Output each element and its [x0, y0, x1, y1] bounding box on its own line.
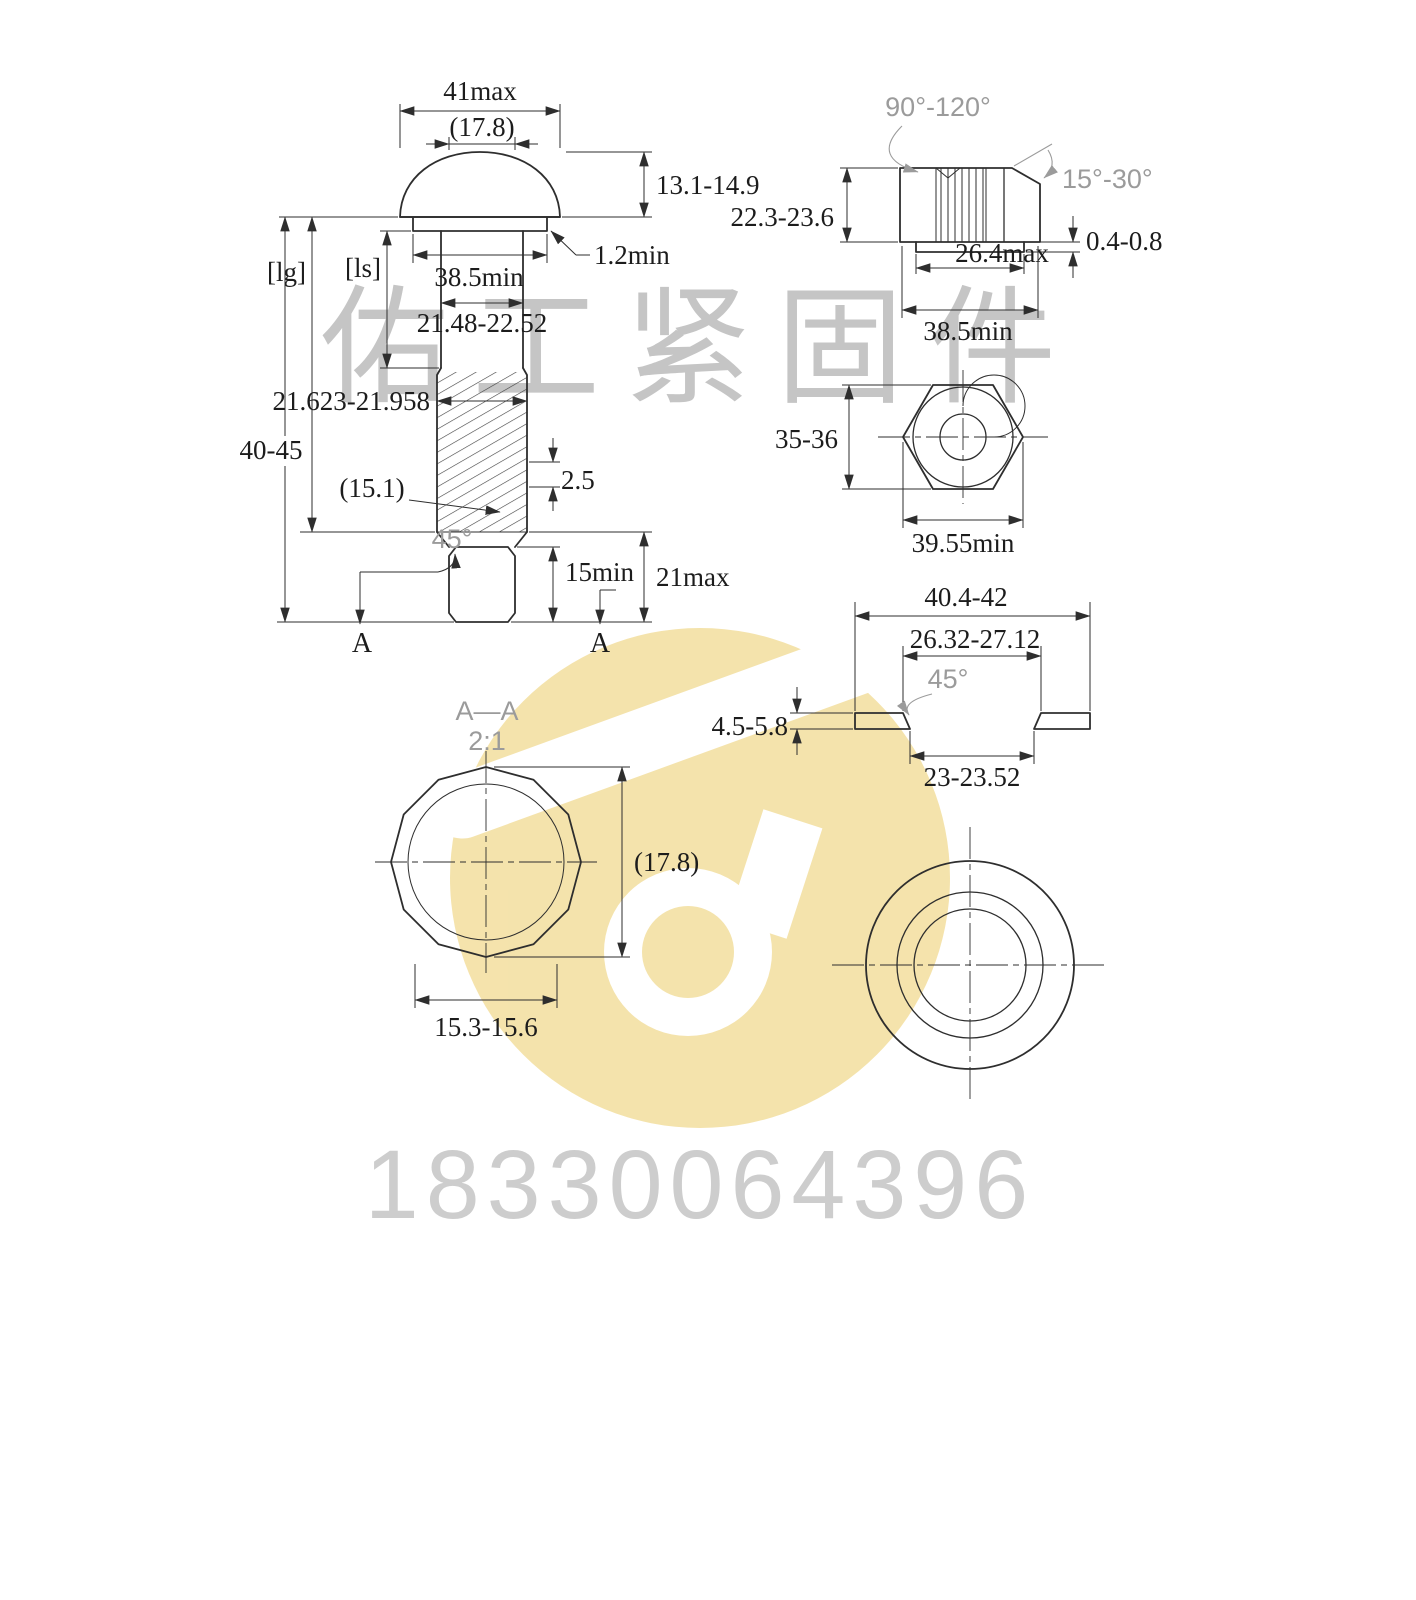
dim-countersink-angle-label: 90°-120° — [885, 92, 991, 122]
dim-shank-label: [ls] — [345, 253, 381, 283]
spline-centerlines — [375, 751, 597, 973]
phone-watermark-text: 18330064396 — [365, 1130, 1035, 1239]
bolt-spline-tip — [448, 546, 516, 623]
bolt-thread-edges — [436, 367, 528, 533]
ext-pitch — [529, 461, 560, 488]
ext-across-corners — [902, 442, 1024, 528]
bolt-head-dome — [399, 151, 561, 218]
dim-across-flats-label: 35-36 — [775, 424, 838, 454]
ext-across-flats — [842, 384, 931, 490]
ext-lengths — [277, 216, 454, 623]
dim-thread-len-label: 21max — [656, 562, 730, 592]
nut-thread-zone — [936, 168, 986, 242]
leader-washer-face — [550, 230, 577, 256]
dim-bearing-label: 38.5min — [434, 262, 524, 292]
dim-spline-len-label: 15min — [565, 557, 635, 587]
dim-across-corners-label: 39.55min — [912, 528, 1015, 558]
watermark-layer: 佑工紧固件 18330064396 — [320, 278, 1080, 1239]
dim-head-width-label: 41max — [443, 76, 517, 106]
nut-hatch — [899, 167, 937, 243]
washer-section-view: 40.4-42 26.32-27.12 45° 4.5-5.8 23-23.52 — [712, 582, 1091, 792]
dim-washer-outer-label: 40.4-42 — [924, 582, 1007, 612]
chamfer-ref-nut — [1013, 143, 1053, 167]
ext-spline-dia — [494, 766, 630, 958]
dim-spline-dia-label: (17.8) — [634, 847, 699, 877]
washer-section-left — [854, 712, 911, 730]
bolt-break-groove — [436, 531, 528, 548]
nut-countersink — [935, 167, 987, 242]
nut-outline — [899, 167, 1041, 243]
dim-washer-thickness-label: 4.5-5.8 — [712, 711, 789, 741]
dim-shank-dia-label: 21.48-22.52 — [417, 308, 548, 338]
brand-watermark-text: 佑工紧固件 — [320, 278, 1080, 420]
washer-section-right — [1033, 712, 1091, 730]
section-scale: 2:1 — [468, 726, 506, 756]
dim-boss-dia-label: 26.4max — [955, 238, 1049, 268]
nut-boss — [915, 241, 1025, 253]
leader-washer-chamfer — [896, 693, 933, 716]
leader-root-ref — [408, 499, 501, 515]
dim-washer-tophole-label: 26.32-27.12 — [910, 624, 1041, 654]
nut-centerlines — [878, 370, 1048, 504]
dim-nut-bearing-label: 38.5min — [923, 316, 1013, 346]
brand-logo — [430, 598, 980, 1128]
nut-section-view: 90°-120° 15°-30° 22.3-23.6 0.4-0.8 26.4m… — [731, 92, 1163, 346]
dim-head-height-label: 13.1-14.9 — [656, 170, 760, 200]
dim-washer-face-label: 1.2min — [594, 240, 670, 270]
brand-logo-slash — [430, 598, 980, 839]
bolt-side-view: 41max (17.8) 13.1-14.9 [lg] [ls] 40-45 3… — [236, 76, 760, 659]
dim-spline-flats-label: 15.3-15.6 — [434, 1012, 538, 1042]
dim-thread-dia-label: 21.623-21.958 — [273, 386, 431, 416]
dim-boss-height-label: 0.4-0.8 — [1086, 226, 1163, 256]
leader-nut-chamfer — [1043, 149, 1059, 179]
dim-head-ref-label: (17.8) — [449, 112, 514, 142]
ext-nut-height — [840, 167, 898, 243]
spline-root-circle — [407, 783, 565, 941]
chamfer-angle-arc — [437, 553, 461, 573]
brand-logo-core — [642, 906, 734, 998]
bolt-washer-face — [399, 216, 561, 232]
bolt-thread-hatch — [437, 372, 527, 532]
dim-root-ref-label: (15.1) — [339, 473, 404, 503]
section-title: A—A — [455, 696, 518, 726]
dim-washer-hole-label: 23-23.52 — [924, 762, 1021, 792]
nut-thread-arc — [962, 374, 1026, 438]
dim-length-mask — [236, 436, 306, 466]
spline-section-view: A—A 2:1 (17.8) 15.3-15.6 — [375, 696, 699, 1042]
dim-pitch-label: 2.5 — [561, 465, 595, 495]
leader-countersink — [888, 125, 919, 173]
washer-centerlines — [832, 827, 1108, 1103]
washer-top-view — [832, 827, 1108, 1103]
ext-washer-hole — [909, 731, 1035, 764]
brand-logo-notch — [727, 809, 823, 939]
dim-washer-chamfer-label: 45° — [928, 664, 969, 694]
dim-nut-height-label: 22.3-23.6 — [731, 202, 835, 232]
dim-chamfer-angle-label: 45° — [432, 524, 473, 554]
section-label-left: A — [352, 628, 373, 659]
dim-nut-chamfer-angle-label: 15°-30° — [1062, 164, 1153, 194]
dim-grip-label: [lg] — [267, 257, 306, 287]
dim-length-label: 40-45 — [240, 435, 303, 465]
ext-head-height — [562, 151, 652, 218]
ext-bearing — [412, 234, 548, 263]
nut-top-view: 35-36 39.55min — [775, 370, 1048, 558]
section-label-right: A — [590, 628, 611, 659]
